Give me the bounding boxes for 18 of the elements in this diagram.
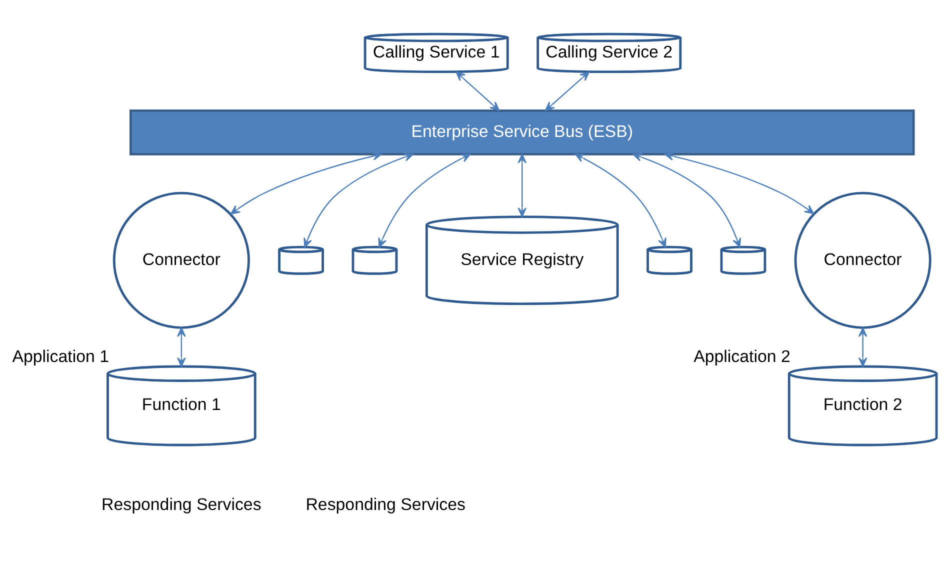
node-label: Application 1 (12, 346, 110, 366)
node-circle: Connector (112, 192, 250, 329)
label: Responding Services (306, 494, 466, 514)
node-label: Application 2 (694, 346, 790, 366)
arrow (574, 154, 666, 248)
arrow (858, 327, 868, 367)
arrow (304, 152, 414, 248)
arrow (664, 152, 814, 214)
arrow (632, 152, 742, 248)
arrow (177, 327, 186, 367)
arrow (456, 71, 500, 112)
node-box: Enterprise Service Bus (ESB) (129, 110, 915, 156)
arrow (544, 71, 590, 112)
arrow (378, 154, 471, 248)
node-circle: Connector (794, 192, 932, 329)
label: Responding Services (102, 494, 262, 514)
arrow (518, 154, 527, 218)
arrow (230, 152, 382, 214)
